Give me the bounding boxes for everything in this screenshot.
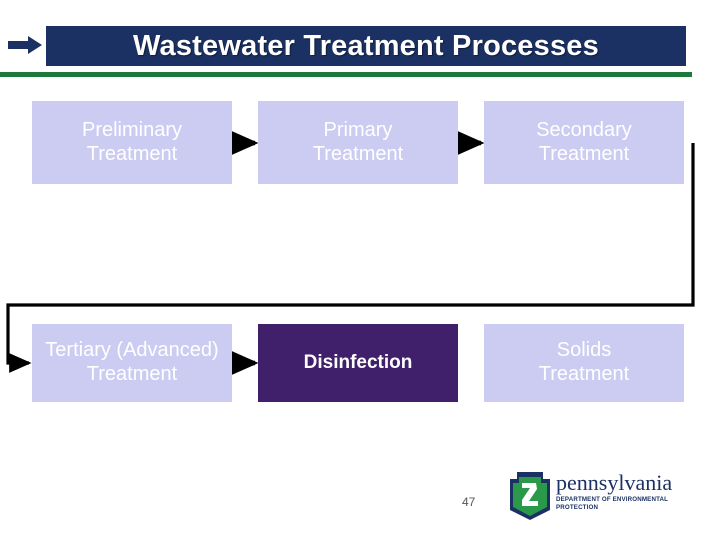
process-box-solids[interactable]: Solids Treatment	[484, 324, 684, 402]
process-box-tertiary-line2: Treatment	[86, 363, 178, 385]
title-bar: Wastewater Treatment Processes	[46, 26, 686, 66]
logo-wordmark: pennsylvania DEPARTMENT OF ENVIRONMENTAL…	[556, 472, 696, 513]
pennsylvania-dep-logo	[505, 470, 695, 526]
process-box-primary[interactable]: Primary Treatment	[258, 101, 458, 184]
process-box-preliminary-line1: Preliminary	[81, 118, 183, 141]
process-box-secondary[interactable]: Secondary Treatment	[484, 101, 684, 184]
page-title: Wastewater Treatment Processes	[133, 29, 599, 62]
process-box-solids-line2: Treatment	[538, 363, 630, 385]
process-box-secondary-line1: Secondary	[536, 118, 632, 141]
process-box-disinfection[interactable]: Disinfection	[258, 324, 458, 402]
keystone-logo-icon	[510, 472, 550, 520]
process-box-tertiary[interactable]: Tertiary (Advanced) Treatment	[32, 324, 232, 402]
logo-department: DEPARTMENT OF ENVIRONMENTAL PROTECTION	[556, 496, 668, 512]
title-underline-rule	[0, 72, 692, 77]
process-box-disinfection-line1: Disinfection	[303, 351, 413, 373]
process-box-solids-line1: Solids	[556, 339, 612, 362]
process-box-primary-line2: Treatment	[312, 142, 404, 165]
logo-name: pennsylvania	[556, 470, 673, 495]
process-box-tertiary-line1: Tertiary (Advanced)	[45, 339, 219, 362]
process-box-preliminary-line2: Treatment	[86, 142, 178, 165]
process-box-secondary-line2: Treatment	[538, 142, 630, 165]
title-arrow-icon	[8, 36, 42, 54]
process-box-preliminary[interactable]: Preliminary Treatment	[32, 101, 232, 184]
page-number: 47	[462, 495, 476, 509]
process-box-primary-line1: Primary	[323, 118, 393, 141]
